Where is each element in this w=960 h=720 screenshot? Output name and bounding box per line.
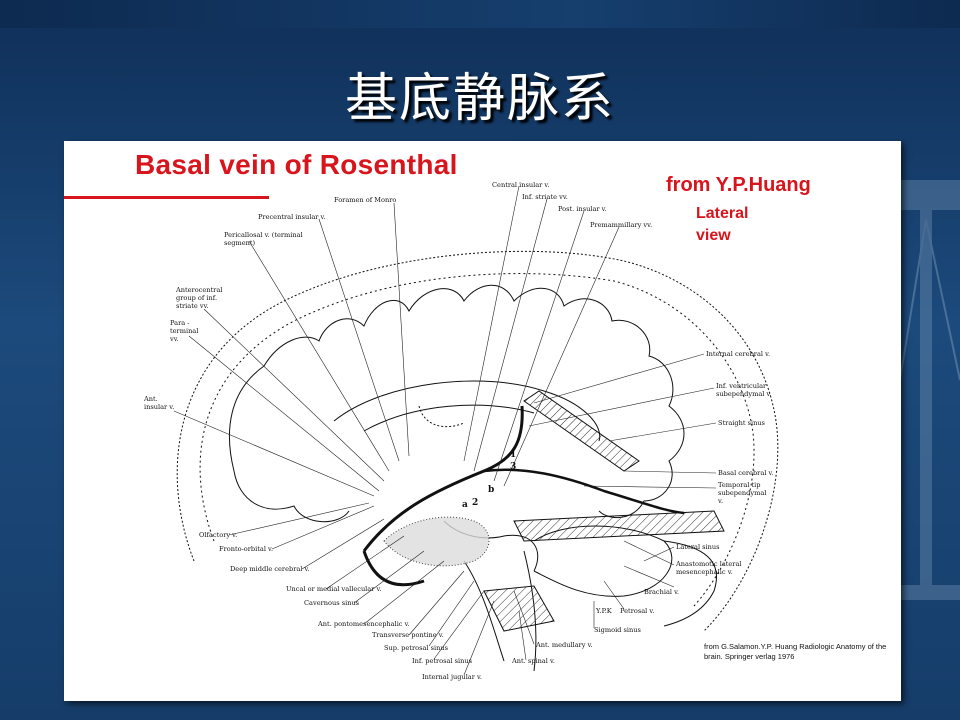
label-central-insular: Central insular v. bbox=[492, 181, 550, 189]
label-ant-pontomesencephalic: Ant. pontomesencephalic v. bbox=[318, 620, 410, 628]
label-post-insular: Post. insular v. bbox=[558, 205, 607, 213]
label-petrosal: Petrosal v. bbox=[620, 607, 655, 615]
label-number-3: 3 bbox=[510, 462, 517, 472]
label-pericallosal: Pericallosal v. (terminal segment) bbox=[224, 231, 303, 247]
label-olfactory: Olfactory v. bbox=[199, 531, 238, 539]
label-uncal: Uncal or medial vallecular v. bbox=[286, 585, 382, 593]
citation-text: from G.Salamon.Y.P. Huang Radiologic Ana… bbox=[704, 642, 887, 661]
label-inf-striate: Inf. striate vv. bbox=[522, 193, 568, 201]
label-basal-cerebral: Basal cerebral v. bbox=[718, 469, 774, 477]
label-inf-petrosal: Inf. petrosal sinus bbox=[412, 657, 473, 665]
view-label: Lateral view bbox=[696, 205, 749, 244]
label-straight-sinus: Straight sinus bbox=[718, 419, 765, 427]
label-fronto-orbital: Fronto-orbital v. bbox=[219, 545, 274, 553]
label-lateral-sinus: Lateral sinus bbox=[676, 543, 720, 551]
label-inf-ventricular: Inf. ventricular subependymal v. bbox=[716, 382, 772, 398]
label-sigmoid-sinus: Sigmoid sinus bbox=[594, 626, 641, 634]
label-precentral-insular: Precentral insular v. bbox=[258, 213, 326, 221]
label-ant-medullary: Ant. medullary v. bbox=[536, 641, 593, 649]
figure-heading: Basal vein of Rosenthal bbox=[135, 149, 458, 180]
label-ant-insular: Ant. insular v. bbox=[144, 395, 175, 411]
label-ypk: Y.P.K bbox=[596, 607, 612, 615]
label-internal-cerebral: Internal cerebral v. bbox=[706, 350, 771, 358]
label-foramen-monro: Foramen of Monro bbox=[334, 196, 397, 204]
label-temporal-tip: Temporal tip subependymal v. bbox=[718, 481, 767, 505]
label-letter-a: a bbox=[462, 500, 468, 510]
label-letter-b: b bbox=[488, 485, 495, 495]
label-ant-spinal: Ant. spinal v. bbox=[512, 657, 555, 665]
decorative-column-graphic bbox=[900, 180, 960, 600]
slide-title: 基底静脉系 bbox=[344, 69, 615, 129]
label-anterocentral: Anterocentral group of inf. striate vv. bbox=[176, 286, 223, 310]
label-internal-jugular: Internal jugular v. bbox=[422, 673, 483, 681]
label-brachial: Brachial v. bbox=[644, 588, 680, 596]
label-deep-middle-cerebral: Deep middle cerebral v. bbox=[230, 565, 310, 573]
label-anastomotic-lateral: Anastomotic lateral mesencephalic v. bbox=[676, 560, 742, 576]
label-number-2: 2 bbox=[472, 498, 479, 508]
anatomy-figure: Basal vein of Rosenthal from Y.P.Huang L… bbox=[64, 141, 901, 701]
label-number-1: 1 bbox=[510, 450, 517, 460]
label-cavernous-sinus: Cavernous sinus bbox=[304, 599, 360, 607]
source-label: from Y.P.Huang bbox=[666, 174, 811, 196]
brain-diagram-drawing bbox=[173, 185, 779, 676]
label-transverse-pontine: Transverse pontine v. bbox=[372, 631, 444, 639]
label-premammillary: Premammillary vv. bbox=[590, 221, 653, 229]
top-decorative-band bbox=[0, 0, 960, 28]
label-sup-petrosal: Sup. petrosal sinus bbox=[384, 644, 448, 652]
heading-underline bbox=[64, 196, 269, 199]
label-paraterminal: Para - terminal vv. bbox=[170, 319, 199, 343]
